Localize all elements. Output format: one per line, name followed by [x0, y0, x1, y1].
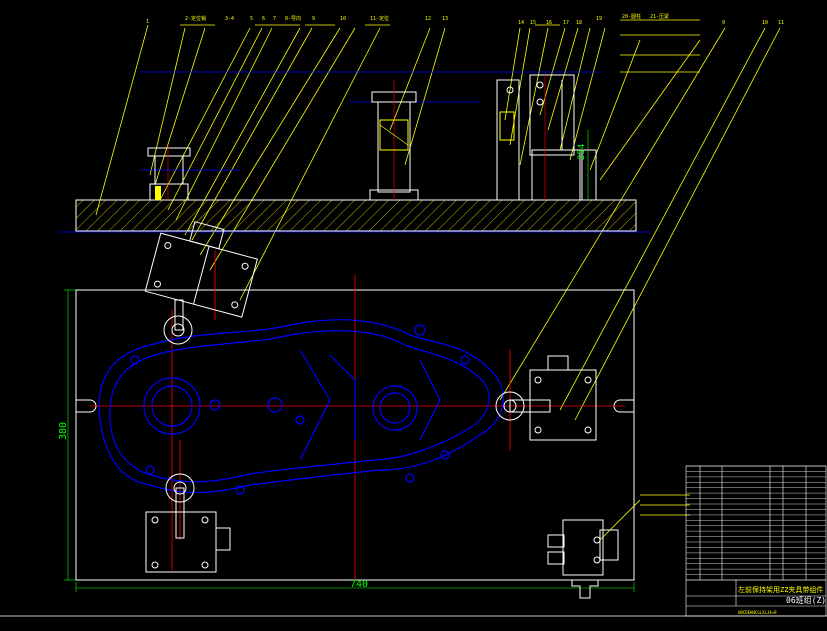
svg-text:19: 19 — [596, 16, 602, 22]
title-block-rows — [686, 465, 826, 581]
svg-text:14: 14 — [518, 20, 524, 26]
svg-text:9: 9 — [722, 20, 725, 26]
svg-text:254: 254 — [577, 144, 587, 160]
center-lines — [90, 250, 625, 580]
svg-text:11-定位: 11-定位 — [370, 15, 389, 22]
svg-text:10: 10 — [762, 20, 768, 26]
svg-text:740: 740 — [350, 579, 368, 590]
upper-left-swivel — [163, 299, 193, 345]
svg-text:6: 6 — [262, 16, 265, 22]
drawing-title: 左前保持架用ZZ夹具带组件 — [738, 585, 823, 594]
dimension-254: 254 — [577, 130, 589, 200]
drawing-number: 06班组(Z) — [786, 595, 826, 605]
svg-text:380: 380 — [58, 422, 69, 440]
svg-text:8-导向: 8-导向 — [285, 15, 301, 22]
leader-lines — [95, 19, 781, 541]
svg-text:3-4: 3-4 — [225, 16, 234, 22]
svg-text:2-定位销: 2-定位销 — [185, 15, 206, 22]
svg-text:21-压紧: 21-压紧 — [650, 13, 669, 20]
bottom-left-clamp — [145, 473, 231, 573]
svg-text:17: 17 — [563, 20, 569, 26]
right-middle-clamp — [495, 355, 597, 441]
base-plate-section — [60, 199, 650, 233]
left-locating-pin — [147, 145, 191, 201]
footer-code: UBCDEHHCGLXLJ4+B — [738, 610, 777, 615]
center-locating-pin — [369, 80, 419, 201]
dimension-740: 740 — [75, 579, 635, 592]
svg-text:1: 1 — [146, 19, 149, 25]
dimension-380: 380 — [58, 289, 76, 581]
upper-left-clamp — [144, 221, 258, 318]
transmission-housing — [98, 319, 504, 495]
svg-text:20-圆柱: 20-圆柱 — [622, 13, 641, 20]
svg-text:16: 16 — [546, 20, 552, 26]
svg-text:15: 15 — [530, 20, 536, 26]
svg-text:11: 11 — [778, 20, 784, 26]
svg-text:13: 13 — [442, 16, 448, 22]
svg-text:18: 18 — [576, 20, 582, 26]
top-callout-numbers: 1 2-定位销 3-4 5 6 7 8-导向 9 10 11-定位 12 13 … — [146, 13, 784, 26]
svg-text:9: 9 — [312, 16, 315, 22]
bottom-right-clamp — [547, 519, 619, 599]
svg-text:12: 12 — [425, 16, 431, 22]
title-block-lower — [686, 579, 826, 607]
svg-text:5: 5 — [250, 16, 253, 22]
svg-text:7: 7 — [273, 16, 276, 22]
svg-text:10: 10 — [340, 16, 346, 22]
